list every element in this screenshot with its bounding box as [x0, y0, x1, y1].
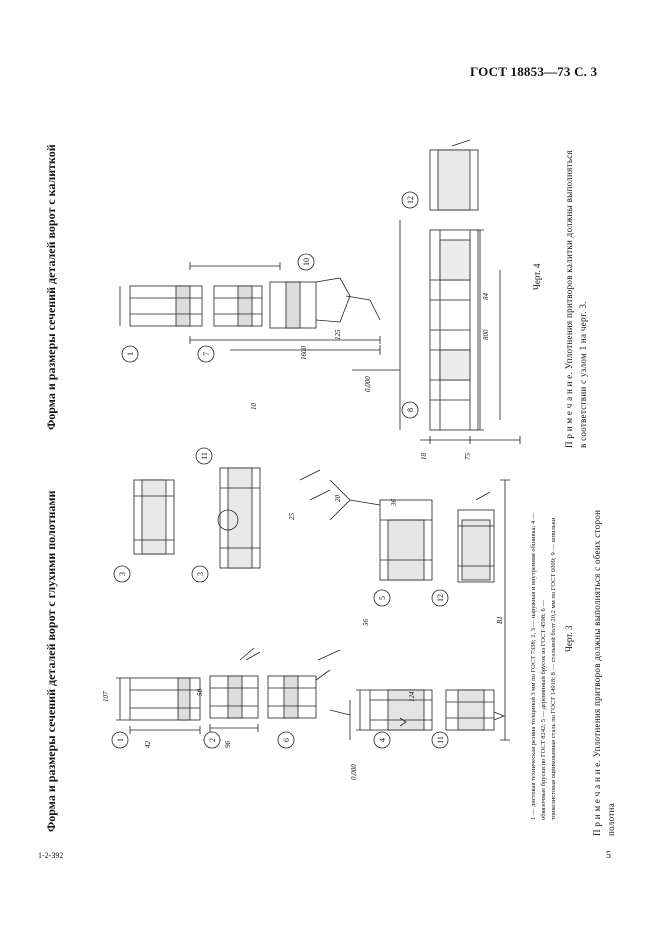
dim-10: 10: [250, 403, 258, 411]
section-5-left: [299, 469, 433, 581]
legend-line-1: 1 — листовая техническая резина толщиной…: [530, 512, 537, 820]
dim-125: 125: [334, 329, 342, 340]
section-6-left: [267, 649, 351, 740]
callout-12b: 12: [406, 196, 415, 204]
figure-4-label: Черт. 4: [532, 263, 542, 290]
level-mark-right: 0,000: [364, 376, 372, 392]
dim-20: 20: [334, 495, 342, 503]
level-mark-left: 0,000: [350, 764, 358, 780]
dim-50: 50: [196, 689, 204, 697]
section-1-left: [116, 677, 201, 734]
callout-11b: 11: [200, 452, 209, 460]
section-12-left: [457, 491, 495, 583]
dim-18: 18: [420, 453, 428, 461]
legend-line-2: обвязочные бруски по ГОСТ 8242; 5 — дере…: [540, 600, 547, 820]
dim-25: 25: [288, 513, 296, 521]
dim-107: 107: [102, 691, 110, 702]
page-number: 5: [606, 850, 611, 861]
callout-8: 8: [406, 408, 415, 412]
dim-96: 96: [224, 741, 232, 749]
dim-124: 124: [408, 691, 416, 702]
callout-5: 5: [378, 596, 387, 600]
section-3-upper-a: [133, 479, 175, 555]
callout-6: 6: [282, 738, 291, 742]
section-2-left: [209, 647, 261, 732]
dimension-texts: 107 42 96 50 124 56 25 20 36 10 1600 125…: [102, 293, 504, 781]
legend-line-3: тонколистовая оцинкованная сталь по ГОСТ…: [550, 517, 557, 820]
callout-11: 11: [436, 736, 445, 744]
left-note-line-2: полотна: [606, 803, 616, 836]
callout-1: 1: [116, 738, 125, 742]
callout-4: 4: [378, 738, 387, 742]
standard-header: ГОСТ 18853—73 С. 3: [470, 64, 598, 79]
dim-75: 75: [464, 453, 472, 461]
dim-42: 42: [144, 741, 152, 749]
dim-1600: 1600: [300, 346, 308, 361]
dim-36: 36: [390, 499, 398, 508]
callout-3b: 3: [196, 572, 205, 576]
dim-b1: B1: [496, 616, 504, 624]
callout-2: 2: [208, 738, 217, 742]
callout-12: 12: [436, 594, 445, 602]
callout-1b: 1: [126, 352, 135, 356]
callout-circles: [111, 191, 449, 749]
dim-800: 800: [482, 329, 490, 340]
callout-numbers: 1 2 6 4 11 3 3 5 12 11 1 7 10 8 12: [116, 196, 445, 744]
callout-3a: 3: [118, 572, 127, 576]
section-3-upper-b: [217, 467, 261, 569]
callout-7: 7: [202, 352, 211, 356]
section-4-left: [356, 689, 433, 731]
callout-10: 10: [302, 258, 311, 266]
left-note-line-1: П р и м е ч а н и е. Уплотнения притворо…: [592, 509, 602, 836]
print-code: 1-2-392: [38, 851, 64, 860]
dim-56: 56: [362, 619, 370, 627]
right-note-line-2: в соответствии с узлом 1 на черт. 3.: [578, 301, 588, 448]
figure-3-label: Черт. 3: [564, 625, 574, 652]
section-11-left: [445, 689, 506, 731]
right-note-line-1: П р и м е ч а н и е. Уплотнения притворо…: [564, 150, 574, 448]
gate-sections-right: [119, 139, 521, 444]
dim-84: 84: [482, 293, 490, 301]
